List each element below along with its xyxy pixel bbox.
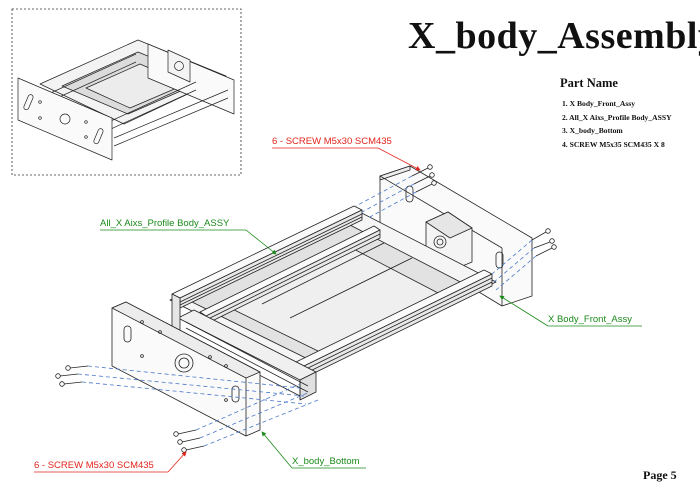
part-item: 4. SCREW M5x35 SCM435 X 8 (562, 139, 665, 149)
screw-set-left (55, 365, 89, 387)
thumbnail-bearing-block (167, 49, 191, 83)
motor-hole (174, 353, 194, 373)
assembly-paths (77, 175, 537, 447)
bottom-plate (169, 207, 497, 373)
part-name-list: 1. X Body_Front_Assy 2. All_X Aixs_Profi… (562, 97, 672, 151)
callout-body-bottom: X_body_Bottom (292, 456, 360, 467)
part-item: 1. X Body_Front_Assy (562, 99, 636, 108)
part-name-heading: Part Name (560, 76, 618, 90)
page-title: X_body_Assembly (408, 15, 700, 57)
callout-front-assy: X Body_Front_Assy (548, 314, 632, 325)
thumbnail-view (11, 8, 242, 176)
profile-rail-lower (177, 309, 317, 401)
exploded-view (111, 165, 533, 437)
part-item: 2. All_X Aixs_Profile Body_ASSY (562, 112, 672, 122)
profile-rail-rear (171, 205, 363, 309)
page-number: Page 5 (643, 468, 677, 482)
callout-screw-bottom: 6 - SCREW M5x30 SCM435 (34, 460, 154, 471)
body-bottom-plate (111, 301, 261, 437)
thumbnail-front-plate (17, 77, 113, 161)
screw-set-right (531, 228, 557, 257)
leader-lines (34, 147, 642, 473)
callout-screw-top: 6 - SCREW M5x30 SCM435 (272, 136, 392, 147)
screw-set-top (411, 164, 437, 193)
profile-rail-middle (199, 225, 381, 325)
thumbnail-frame (11, 8, 242, 176)
screw-set-bottom (173, 429, 205, 453)
part-item: 3. X_body_Bottom (562, 126, 623, 135)
callout-profile-body: All_X Aixs_Profile Body_ASSY (100, 218, 230, 229)
